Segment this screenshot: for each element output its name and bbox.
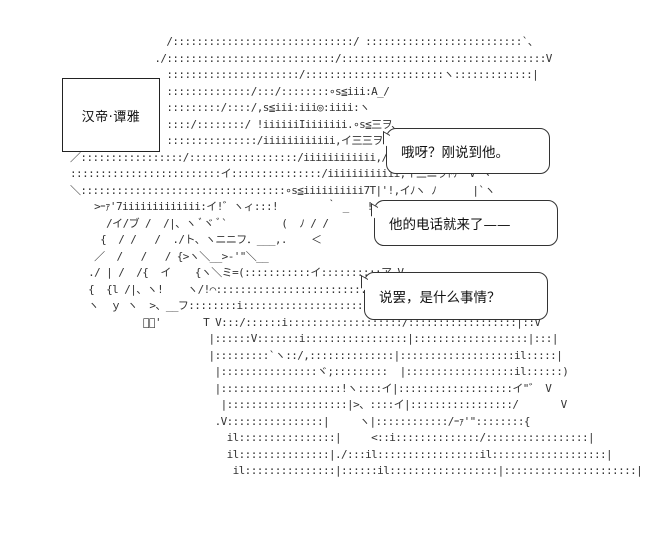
speech-text-2: 他的电话就来了—— <box>389 217 511 233</box>
speech-bubble-2: 他的电话就来了—— <box>371 200 558 246</box>
ascii-art-character: /::::::::::::::::::::::::::::::/ :::::::… <box>70 35 643 477</box>
speech-text-1: 哦呀？刚说到他。 <box>401 145 509 161</box>
speech-text-3: 说罢，是什么事情？ <box>379 290 501 306</box>
character-name-box: 汉帝·谭雅 <box>62 78 160 152</box>
speech-bubble-3: 说罢，是什么事情？ <box>361 272 548 320</box>
speech-bubble-1: 哦呀？刚说到他。 <box>383 128 550 174</box>
character-name: 汉帝·谭雅 <box>81 109 141 125</box>
